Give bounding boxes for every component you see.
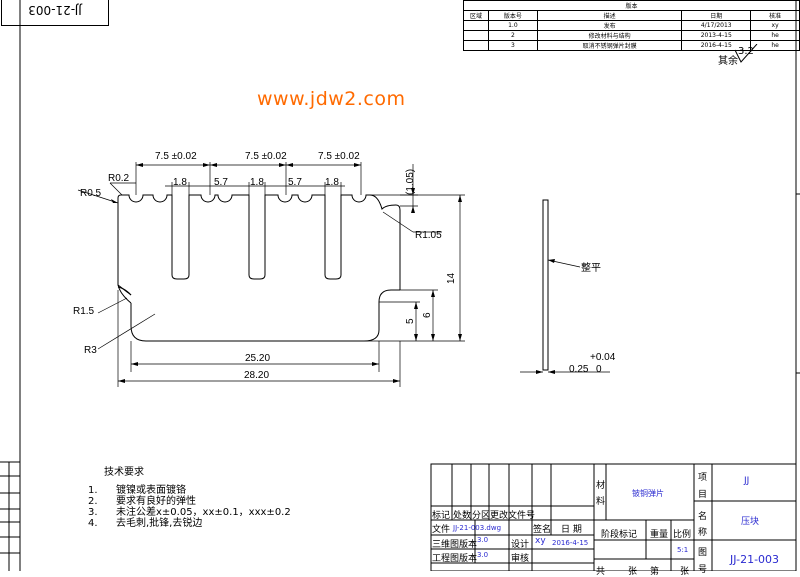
tb-sheji-value: xy	[535, 536, 546, 546]
dim-tol-lower: 0	[596, 364, 602, 375]
tb-sheji-label: 设计	[511, 540, 530, 550]
tb-xiangmu-1: 项	[698, 473, 708, 483]
dim-gap-1: 5.7	[214, 177, 228, 188]
dim-r02: R0.2	[108, 173, 130, 184]
dim-slot-3: 1.8	[325, 177, 339, 188]
dim-pitch-1: 7.5 ±0.02	[155, 151, 197, 162]
tb-wenjian-label: 文件	[432, 525, 451, 535]
tb-sanwei-value: 3.0	[477, 536, 489, 544]
dim-pitch-2: 7.5 ±0.02	[245, 151, 287, 162]
dim-28-20: 28.20	[244, 370, 269, 381]
list-item: 1.镀镍或表面镀铬	[88, 485, 186, 496]
dim-25-20: 25.20	[245, 353, 270, 364]
notes-title: 技术要求	[104, 467, 144, 478]
tb-zhongliang: 重量	[650, 530, 669, 540]
tb-sheji-date: 2016-4-15	[552, 539, 589, 547]
tb-biaoji: 标记	[432, 511, 451, 521]
tb-qianming: 签名	[533, 525, 552, 535]
tb-cailiao-value: 铍铜弹片	[632, 489, 664, 498]
tb-wenjian-value: JJ-21-003.dwg	[453, 524, 502, 532]
dim-gap-2: 5.7	[288, 177, 302, 188]
list-item: 3.未注公差x±0.05，xx±0.1，xxx±0.2	[88, 507, 291, 518]
tb-jieduan: 阶段标记	[601, 530, 638, 540]
dim-14: 14	[446, 272, 457, 284]
dim-slot-1: 1.8	[173, 177, 187, 188]
dim-slot-2: 1.8	[250, 177, 264, 188]
dim-flat: 整平	[581, 261, 601, 274]
tb-xiangmu-2: 目	[698, 490, 708, 500]
dim-r3: R3	[84, 345, 97, 356]
tb-fenqu: 分区	[472, 511, 491, 521]
tb-riqi: 日 期	[561, 525, 582, 535]
tb-chushu: 处数	[453, 511, 472, 521]
revision-table: 版本 区域 版本号 描述 日期 核准 1.0 发布 4/17/2013 xy 2…	[463, 0, 800, 51]
watermark: www.jdw2.com	[257, 88, 406, 110]
dim-thickness: 0.25	[569, 364, 589, 375]
tb-mingcheng-2: 称	[698, 528, 708, 538]
rotated-drawing-code-box: JJ-21-003	[1, 0, 109, 26]
tb-gengai: 更改文件号	[490, 511, 536, 521]
tb-gongcheng-value: 3.0	[477, 551, 489, 559]
dim-6: 6	[422, 312, 433, 318]
tb-tuhao-value: JJ-21-003	[730, 553, 780, 566]
tb-xiangmu-value: JJ	[744, 476, 750, 486]
tb-gongcheng-label: 工程图版本	[432, 554, 478, 564]
dim-r15: R1.5	[73, 306, 95, 317]
dim-pitch-3: 7.5 ±0.02	[318, 151, 360, 162]
tb-tuhao-1: 图	[698, 548, 708, 558]
tb-bili-value: 5:1	[677, 546, 689, 554]
dim-r05: R0.5	[80, 188, 102, 199]
tb-mingcheng-1: 名	[698, 512, 708, 522]
surface-finish-value: 3.2	[738, 46, 754, 57]
list-item: 4.去毛刺,批锋,去锐边	[88, 518, 203, 529]
technical-notes: 技术要求 1.镀镍或表面镀铬 2.要求有良好的弹性 3.未注公差x±0.05，x…	[86, 467, 291, 529]
tb-bili: 比例	[673, 530, 692, 540]
dim-r105: R1.05	[415, 230, 442, 241]
dim-tol-upper: +0.04	[590, 352, 616, 363]
tb-sanwei-label: 三维图版本	[432, 540, 478, 550]
tb-tuhao-2: 号	[698, 565, 708, 575]
tb-cailiao-1: 材	[596, 481, 606, 491]
arrowheads	[111, 163, 555, 383]
spring-plate-outline	[117, 194, 401, 342]
list-item: 2.要求有良好的弹性	[88, 496, 196, 507]
dim-depth: (1.05)	[405, 169, 416, 195]
surface-finish-label: 其余	[718, 56, 738, 67]
title-block-grid	[430, 463, 797, 571]
tb-shenhe-label: 审核	[511, 554, 530, 564]
tb-mingcheng-value: 压块	[741, 517, 760, 527]
dim-5: 5	[405, 318, 416, 324]
surface-finish-symbol	[734, 44, 758, 63]
table-row: 2 修改材料与结构 2013-4-15 he	[463, 30, 800, 41]
tb-cailiao-2: 料	[596, 497, 606, 507]
table-row: 3 取消不锈钢弹片封膜 2016-4-15 he	[463, 40, 800, 51]
